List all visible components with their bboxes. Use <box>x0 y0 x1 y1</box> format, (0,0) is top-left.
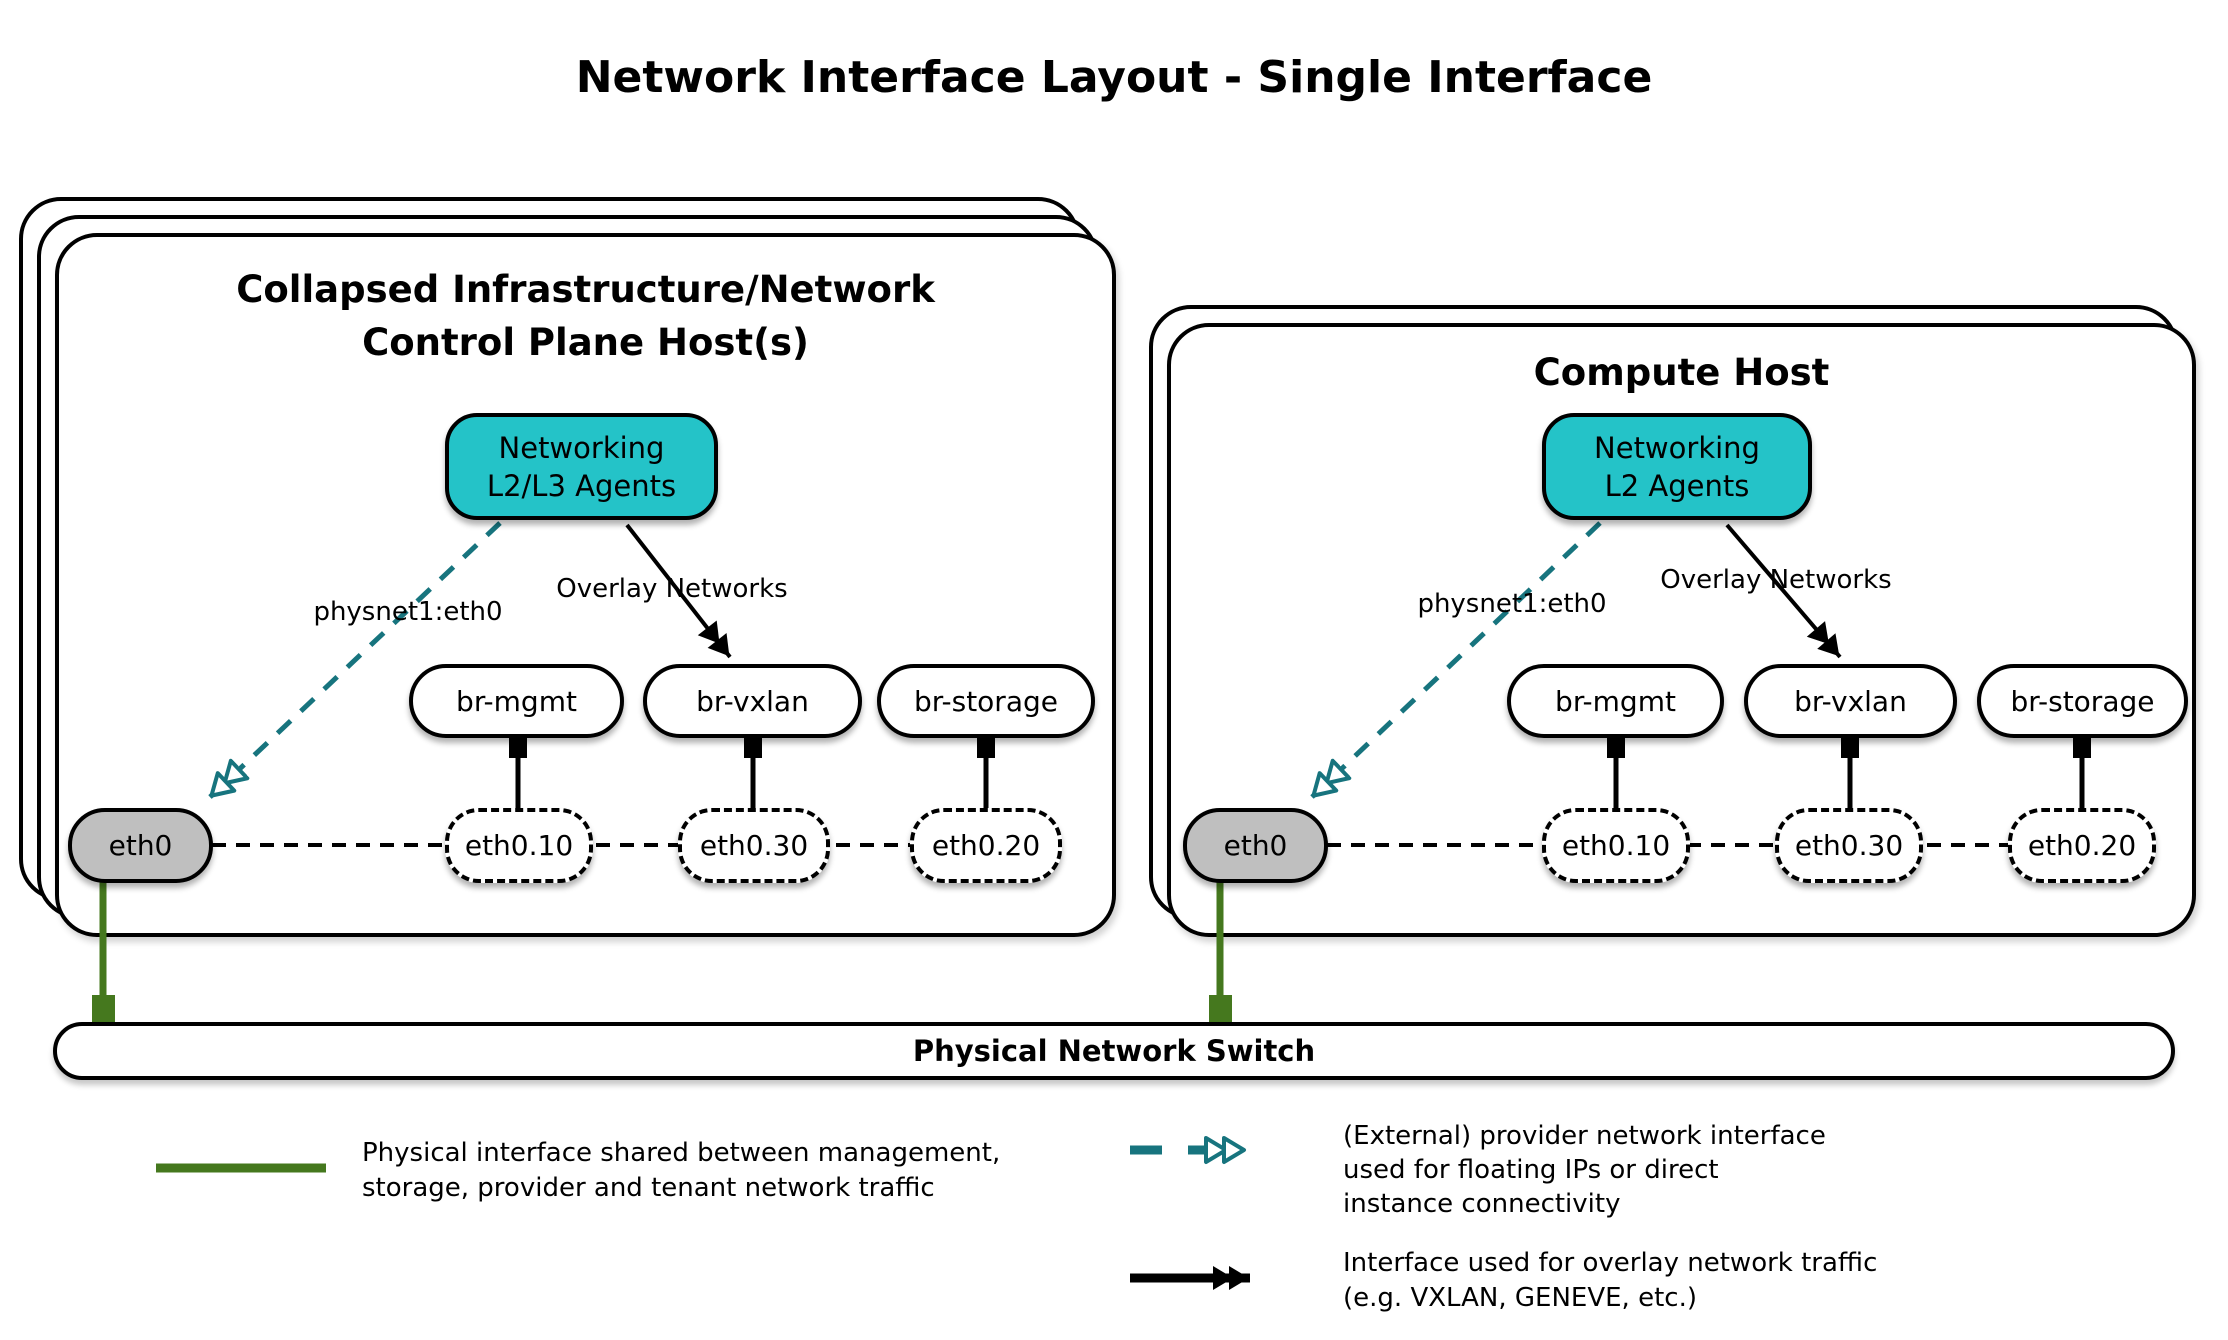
subif-node-left-20: eth0.20 <box>910 808 1062 883</box>
physical-switch: Physical Network Switch <box>53 1022 2175 1080</box>
legend-provider-line3: instance connectivity <box>1343 1189 1621 1219</box>
bridge-port-stub <box>1607 736 1625 758</box>
overlay-arrow-right <box>1725 523 1842 659</box>
bridge-node-right-vxlan: br-vxlan <box>1744 664 1957 738</box>
bridge-node-right-mgmt: br-mgmt <box>1507 664 1724 738</box>
provider-arrow-left <box>208 521 502 799</box>
bridge-node-left-mgmt: br-mgmt <box>409 664 624 738</box>
subif-node-left-30: eth0.30 <box>678 808 830 883</box>
host-right-title-line1: Compute Host <box>1533 351 1830 394</box>
host-right-title: Compute Host <box>1167 346 2196 399</box>
host-left-title-line2: Control Plane Host(s) <box>362 321 809 364</box>
bridge-node-left-vxlan: br-vxlan <box>643 664 862 738</box>
uplink-port-left <box>92 995 115 1024</box>
legend-provider-line1: (External) provider network interface <box>1343 1121 1826 1151</box>
bridge-port-stub <box>2073 736 2091 758</box>
uplink-port-right <box>1209 995 1232 1024</box>
subif-node-right-20: eth0.20 <box>2008 808 2156 883</box>
legend-overlay-line2: (e.g. VXLAN, GENEVE, etc.) <box>1343 1283 1697 1313</box>
legend-provider-line2: used for floating IPs or direct <box>1343 1155 1719 1185</box>
agent-right-line2: L2 Agents <box>1604 468 1750 503</box>
host-left-title-line1: Collapsed Infrastructure/Network <box>236 268 935 311</box>
bridge-port-stub <box>1841 736 1859 758</box>
legend-overlay-line1: Interface used for overlay network traff… <box>1343 1248 1878 1278</box>
legend-overlay-text: Interface used for overlay network traff… <box>1343 1246 2043 1316</box>
bridge-port-stub <box>977 736 995 758</box>
provider-arrow-label-right: physnet1:eth0 <box>1417 589 1607 619</box>
bridge-node-left-storage: br-storage <box>877 664 1095 738</box>
subif-node-right-30: eth0.30 <box>1775 808 1923 883</box>
host-left-title: Collapsed Infrastructure/Network Control… <box>55 263 1116 369</box>
agent-left-line2: L2/L3 Agents <box>486 468 677 503</box>
provider-arrow-right <box>1310 521 1602 799</box>
legend-physical-line1: Physical interface shared between manage… <box>362 1138 1001 1168</box>
agent-node-left: Networking L2/L3 Agents <box>445 413 718 520</box>
agent-right-line1: Networking <box>1594 430 1760 465</box>
legend-provider-text: (External) provider network interface us… <box>1343 1119 1963 1221</box>
legend-physical-text: Physical interface shared between manage… <box>362 1136 1062 1206</box>
legend-physical-line2: storage, provider and tenant network tra… <box>362 1173 935 1203</box>
agent-node-right: Networking L2 Agents <box>1542 413 1812 520</box>
overlay-arrow-label-left: Overlay Networks <box>556 574 788 604</box>
subif-node-left-10: eth0.10 <box>445 808 593 883</box>
eth0-node-right: eth0 <box>1183 808 1328 883</box>
agent-left-line1: Networking <box>498 430 665 465</box>
overlay-arrow-label-right: Overlay Networks <box>1660 565 1892 595</box>
bridge-port-stub <box>509 736 527 758</box>
subif-node-right-10: eth0.10 <box>1542 808 1690 883</box>
eth0-node-left: eth0 <box>68 808 213 883</box>
provider-arrow-label-left: physnet1:eth0 <box>313 597 503 627</box>
overlay-arrow-left <box>625 523 732 659</box>
page-title: Network Interface Layout - Single Interf… <box>575 52 1653 103</box>
bridge-port-stub <box>744 736 762 758</box>
bridge-node-right-storage: br-storage <box>1977 664 2188 738</box>
